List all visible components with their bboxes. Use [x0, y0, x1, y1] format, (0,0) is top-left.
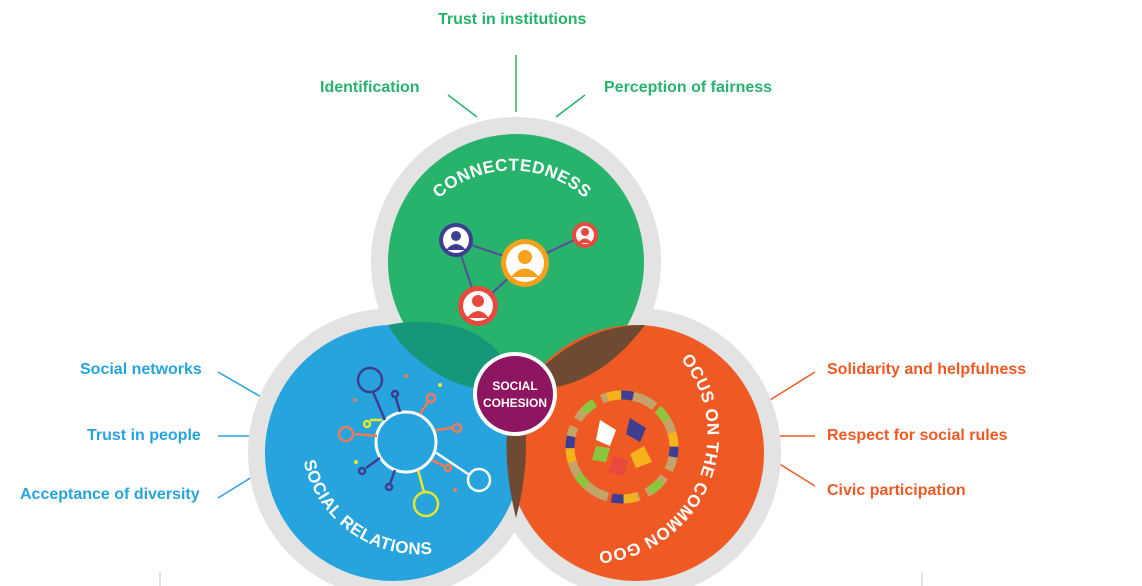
joined-hands-icon	[565, 390, 679, 504]
circle-social-relations	[265, 325, 521, 581]
label-social-networks: Social networks	[80, 361, 202, 378]
network-people-icon	[439, 222, 598, 326]
label-identification: Identification	[320, 79, 420, 96]
label-solidarity: Solidarity and helpfulness	[827, 361, 1027, 378]
label-trust-in-people: Trust in people	[87, 427, 201, 444]
social-network-icon	[337, 366, 492, 518]
label-acceptance-of-diversity: Acceptance of diversity	[20, 486, 200, 503]
center-line-2: COHESION	[483, 396, 547, 410]
label-respect-for-social-rules: Respect for social rules	[827, 427, 1008, 444]
center-line-1: SOCIAL	[492, 379, 537, 393]
label-civic-participation: Civic participation	[827, 482, 966, 499]
label-perception-of-fairness: Perception of fairness	[604, 79, 773, 96]
label-trust-in-institutions: Trust in institutions	[438, 11, 587, 28]
